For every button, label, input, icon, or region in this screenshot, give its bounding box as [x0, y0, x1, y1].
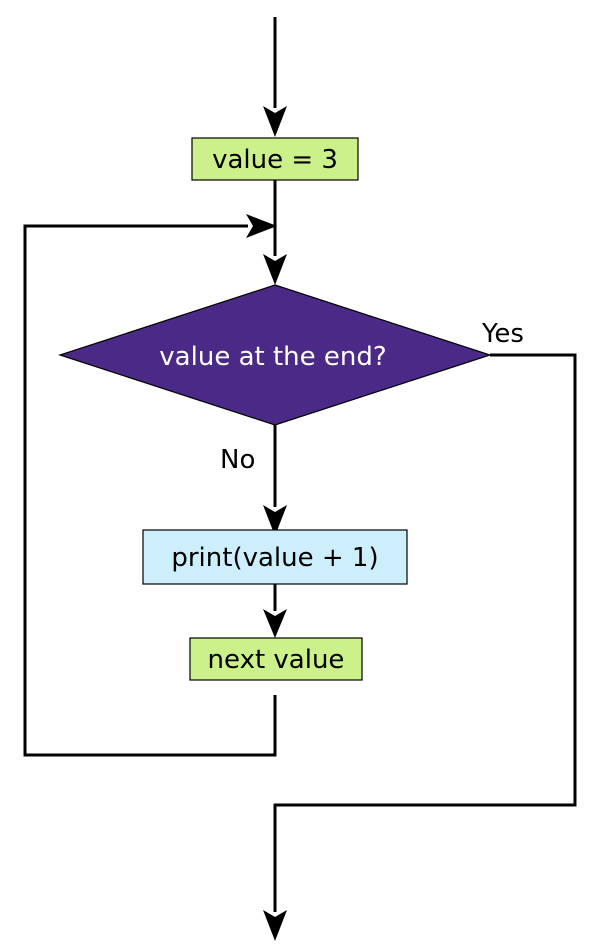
yes-label: Yes: [481, 319, 524, 349]
entry-arrow: [263, 17, 287, 137]
decision-node: value at the end?: [58, 284, 492, 426]
print-label: print(value + 1): [171, 543, 378, 573]
yes-branch: Yes: [263, 319, 577, 941]
decision-label: value at the end?: [159, 342, 386, 372]
no-label: No: [220, 445, 255, 475]
print-box: [142, 529, 408, 585]
loop-back-arrow: [23, 214, 277, 757]
next-node: next value: [189, 637, 363, 681]
init-node: value = 3: [191, 137, 359, 181]
next-box: [189, 637, 363, 681]
print-to-next-arrow: [263, 584, 287, 638]
init-label: value = 3: [212, 145, 338, 175]
next-label: next value: [208, 645, 345, 675]
init-to-decision-arrow: [263, 180, 287, 285]
print-node: print(value + 1): [142, 529, 408, 585]
no-branch: No: [220, 425, 287, 536]
